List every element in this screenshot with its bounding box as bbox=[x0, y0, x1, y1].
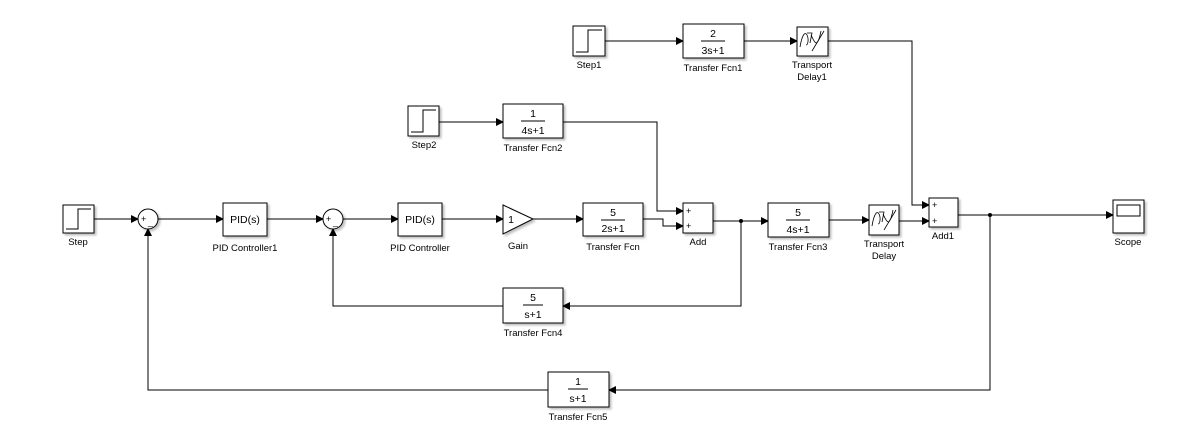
tf4-denominator: s+1 bbox=[524, 309, 541, 321]
tf1-numerator: 2 bbox=[710, 28, 716, 40]
td1-label-line2: Delay1 bbox=[797, 72, 827, 83]
branch-point bbox=[988, 213, 992, 217]
wire-tf5-sum1[interactable] bbox=[144, 228, 548, 391]
add-sign1: + bbox=[686, 206, 691, 216]
transport-delay-icon bbox=[799, 30, 825, 52]
transfer-fcn4-block[interactable]: 5 s+1 Transfer Fcn4 bbox=[502, 287, 564, 339]
step2-label: Step2 bbox=[412, 140, 437, 151]
transfer-fcn-block[interactable]: 5 2s+1 Transfer Fcn bbox=[582, 202, 644, 253]
sum1-block[interactable]: + _ bbox=[137, 208, 159, 230]
sum2-minus: _ bbox=[332, 217, 339, 227]
add-sign2: + bbox=[686, 221, 691, 231]
tf-label: Transfer Fcn bbox=[586, 242, 640, 253]
wire-feedback-tf5[interactable] bbox=[608, 215, 991, 394]
scope-icon bbox=[1116, 204, 1141, 217]
add1-sign2: + bbox=[932, 216, 937, 226]
tf2-numerator: 1 bbox=[530, 108, 536, 120]
step-icon bbox=[66, 208, 91, 230]
scope-label: Scope bbox=[1115, 237, 1142, 248]
scope-block[interactable]: Scope bbox=[1112, 199, 1145, 248]
tf3-label: Transfer Fcn3 bbox=[769, 242, 828, 253]
tf4-label: Transfer Fcn4 bbox=[504, 328, 563, 339]
branch-point bbox=[739, 219, 743, 223]
td-label-line2: Delay bbox=[872, 251, 897, 262]
add1-block[interactable]: + + Add1 bbox=[928, 197, 959, 242]
transfer-fcn3-block[interactable]: 5 4s+1 Transfer Fcn3 bbox=[767, 202, 830, 253]
pid1-label: PID Controller1 bbox=[213, 243, 278, 254]
add1-sign1: + bbox=[932, 200, 937, 210]
transfer-fcn1-block[interactable]: 2 3s+1 Transfer Fcn1 bbox=[682, 23, 745, 74]
wire-tf2-add[interactable] bbox=[563, 121, 684, 215]
pid1-text: PID(s) bbox=[230, 214, 260, 226]
tf2-denominator: 4s+1 bbox=[521, 125, 544, 137]
step-block[interactable]: Step bbox=[62, 204, 95, 248]
step1-label: Step1 bbox=[577, 60, 602, 71]
pid-controller1-block[interactable]: PID(s) PID Controller1 bbox=[213, 202, 278, 254]
add-label: Add bbox=[690, 237, 707, 248]
tf1-denominator: 3s+1 bbox=[701, 45, 724, 57]
gain-block[interactable]: 1 Gain bbox=[502, 204, 535, 252]
tf5-numerator: 1 bbox=[575, 376, 581, 388]
wire-td1-add1[interactable] bbox=[828, 40, 930, 209]
wire-feedback-tf4[interactable] bbox=[562, 221, 742, 310]
wire-tf-add[interactable] bbox=[643, 218, 684, 230]
tf-denominator: 2s+1 bbox=[601, 223, 624, 235]
tf5-label: Transfer Fcn5 bbox=[549, 412, 608, 423]
pid-controller-block[interactable]: PID(s) PID Controller bbox=[390, 202, 450, 254]
step-icon bbox=[411, 109, 436, 133]
step1-block[interactable]: Step1 bbox=[572, 25, 606, 71]
transport-delay-icon bbox=[871, 209, 897, 231]
step-label: Step bbox=[68, 237, 88, 248]
pid-text: PID(s) bbox=[405, 214, 435, 226]
tf-numerator: 5 bbox=[610, 207, 616, 219]
transport-delay1-block[interactable]: Transport Delay1 bbox=[792, 26, 833, 83]
wire-tf4-sum2[interactable] bbox=[329, 228, 503, 307]
tf3-denominator: 4s+1 bbox=[786, 224, 809, 236]
gain-label: Gain bbox=[508, 241, 528, 252]
transfer-fcn2-block[interactable]: 1 4s+1 Transfer Fcn2 bbox=[502, 103, 564, 154]
add1-label: Add1 bbox=[932, 231, 954, 242]
sum2-block[interactable]: + _ bbox=[322, 208, 344, 230]
tf3-numerator: 5 bbox=[795, 207, 801, 219]
pid-label: PID Controller bbox=[390, 243, 450, 254]
step2-block[interactable]: Step2 bbox=[407, 105, 440, 151]
add-block[interactable]: + + Add bbox=[682, 202, 714, 248]
sum1-minus: _ bbox=[147, 217, 154, 227]
gain-value: 1 bbox=[508, 214, 514, 226]
tf2-label: Transfer Fcn2 bbox=[504, 143, 563, 154]
sum2-plus: + bbox=[326, 214, 331, 224]
sum1-plus: + bbox=[141, 214, 146, 224]
tf1-label: Transfer Fcn1 bbox=[684, 63, 743, 74]
transport-delay-block[interactable]: Transport Delay bbox=[864, 204, 905, 262]
signal-lines bbox=[94, 37, 1114, 394]
td-label-line1: Transport bbox=[864, 239, 905, 250]
tf4-numerator: 5 bbox=[530, 292, 536, 304]
tf5-denominator: s+1 bbox=[569, 393, 586, 405]
td1-label-line1: Transport bbox=[792, 60, 833, 71]
transfer-fcn5-block[interactable]: 1 s+1 Transfer Fcn5 bbox=[547, 371, 610, 423]
step-icon bbox=[576, 29, 602, 53]
